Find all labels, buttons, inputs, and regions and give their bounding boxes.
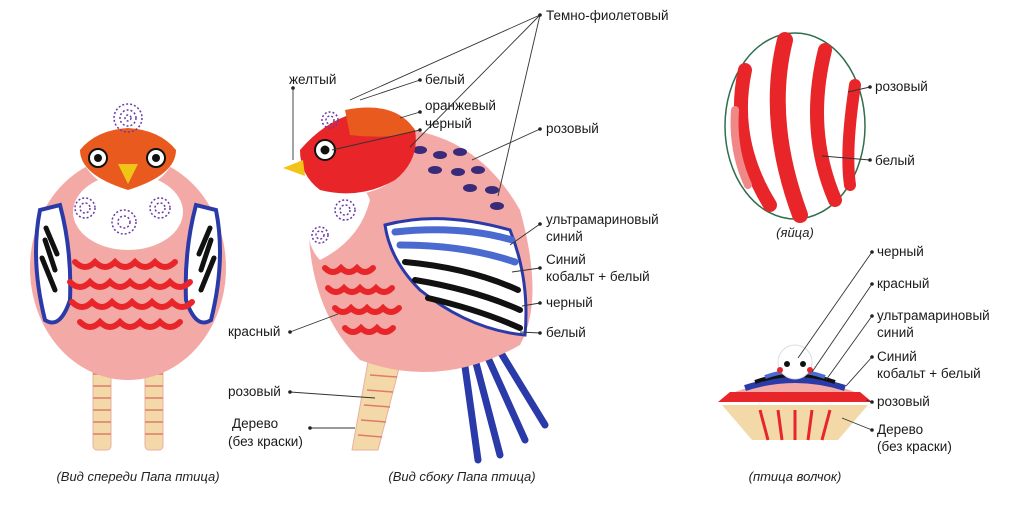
side-bird-leaders (288, 13, 542, 430)
label-top-wood-line2: (без краски) (877, 439, 952, 454)
label-top-black: черный (877, 244, 924, 259)
label-top-cobalt-line1: Синий (877, 349, 917, 364)
label-ultramarine-line1: ультрамариновый (546, 212, 659, 227)
front-bird-beak (118, 164, 138, 184)
side-bird-illustration (283, 97, 549, 464)
side-bird-beak (283, 160, 305, 176)
side-bird-dots (413, 146, 504, 210)
label-white-head: белый (425, 72, 465, 87)
egg-caption: (яйца) (776, 225, 814, 240)
side-bird-red-scallops (322, 263, 402, 335)
front-bird-eyes (88, 148, 166, 168)
label-top-cobalt-line2: кобальт + белый (877, 366, 981, 381)
egg-leaders (821, 85, 872, 162)
front-bird-caption: (Вид спереди Папа птица) (56, 469, 219, 484)
top-leaders (797, 250, 874, 432)
front-bird-red-scallops (67, 257, 195, 330)
label-egg-pink: розовый (875, 79, 928, 94)
label-black-eye: черный (425, 116, 472, 131)
label-top-ultramarine-line2: синий (877, 325, 914, 340)
label-ultramarine-line2: синий (546, 229, 583, 244)
label-cobalt-line2: кобальт + белый (546, 269, 650, 284)
label-top-red: красный (877, 276, 929, 291)
top-caption: (птица волчок) (749, 469, 842, 484)
label-yellow: желтый (289, 72, 336, 87)
label-pink-leg: розовый (228, 384, 281, 399)
front-bird-illustration (30, 90, 226, 451)
side-bird-caption: (Вид сбоку Папа птица) (388, 469, 535, 484)
egg-illustration (724, 32, 866, 223)
label-dark-violet: Темно-фиолетовый (546, 8, 669, 23)
label-wood-line1: Дерево (232, 416, 278, 431)
label-white-wing: белый (546, 325, 586, 340)
front-bird-chest (73, 174, 183, 250)
label-top-pink: розовый (877, 394, 930, 409)
label-top-ultramarine-line1: ультрамариновый (877, 308, 990, 323)
label-egg-white: белый (875, 153, 915, 168)
label-pink-back: розовый (546, 121, 599, 136)
label-cobalt-line1: Синий (546, 252, 586, 267)
label-black-wing: черный (546, 295, 593, 310)
label-red: красный (228, 324, 280, 339)
label-wood-line2: (без краски) (228, 434, 303, 449)
label-top-wood-line1: Дерево (877, 422, 923, 437)
label-orange: оранжевый (425, 98, 496, 113)
top-illustration (718, 344, 872, 441)
